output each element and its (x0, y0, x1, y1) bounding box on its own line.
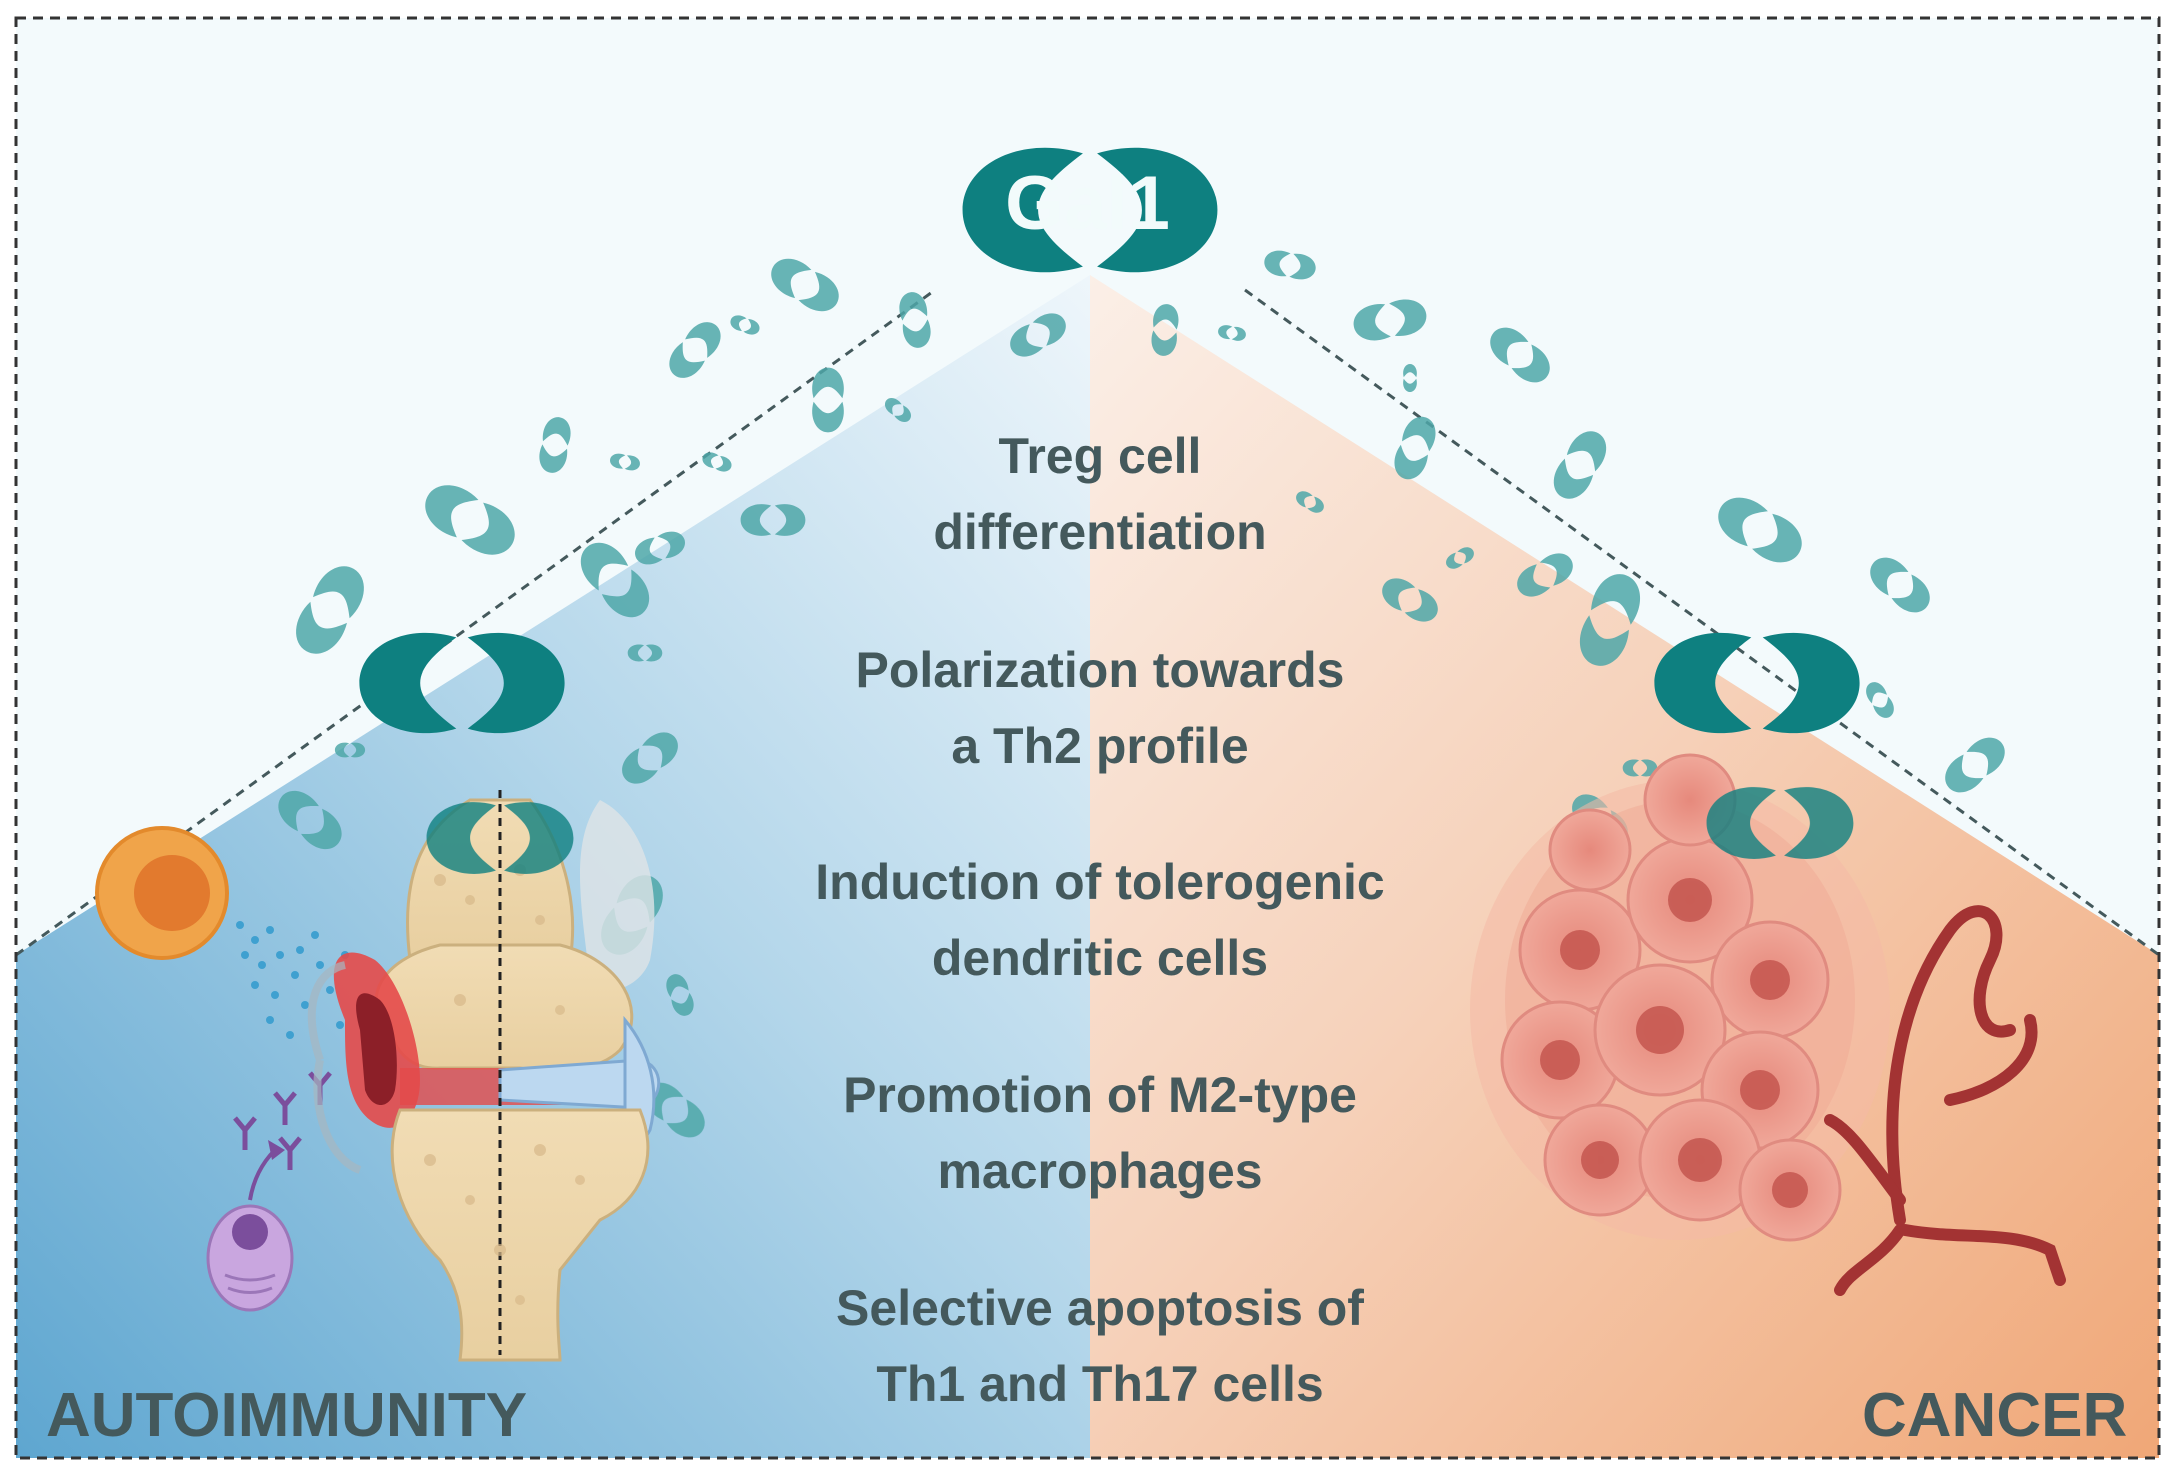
function-line: Polarization towards (855, 642, 1345, 698)
function-line: Th1 and Th17 cells (876, 1356, 1324, 1412)
function-line: Induction of tolerogenic (815, 854, 1385, 910)
function-line: Selective apoptosis of (836, 1280, 1364, 1336)
function-line: Promotion of M2-type (843, 1067, 1357, 1123)
function-line: dendritic cells (931, 930, 1269, 986)
function-th2: Polarization towards a Th2 profile (700, 632, 1500, 784)
function-line: differentiation (933, 504, 1267, 560)
function-line: Treg cell (998, 428, 1202, 484)
blood-vessel-icon (1824, 905, 2066, 1296)
immune-cell-icon (95, 826, 229, 960)
autoimmunity-label: AUTOIMMUNITY (46, 1381, 528, 1450)
plasma-cell-icon (206, 1140, 294, 1312)
function-line: macrophages (937, 1143, 1263, 1199)
function-treg: Treg cell differentiation (700, 418, 1500, 570)
cancer-label: CANCER (1862, 1381, 2128, 1450)
function-m2-macrophages: Promotion of M2-type macrophages (700, 1057, 1500, 1209)
tumor-icon (1470, 753, 1890, 1242)
joint-icon (307, 790, 661, 1362)
function-line: a Th2 profile (951, 718, 1249, 774)
function-tolerogenic-dc: Induction of tolerogenic dendritic cells (700, 844, 1500, 996)
gal1-label: Gal1 (1005, 161, 1170, 246)
function-apoptosis: Selective apoptosis of Th1 and Th17 cell… (700, 1270, 1500, 1422)
